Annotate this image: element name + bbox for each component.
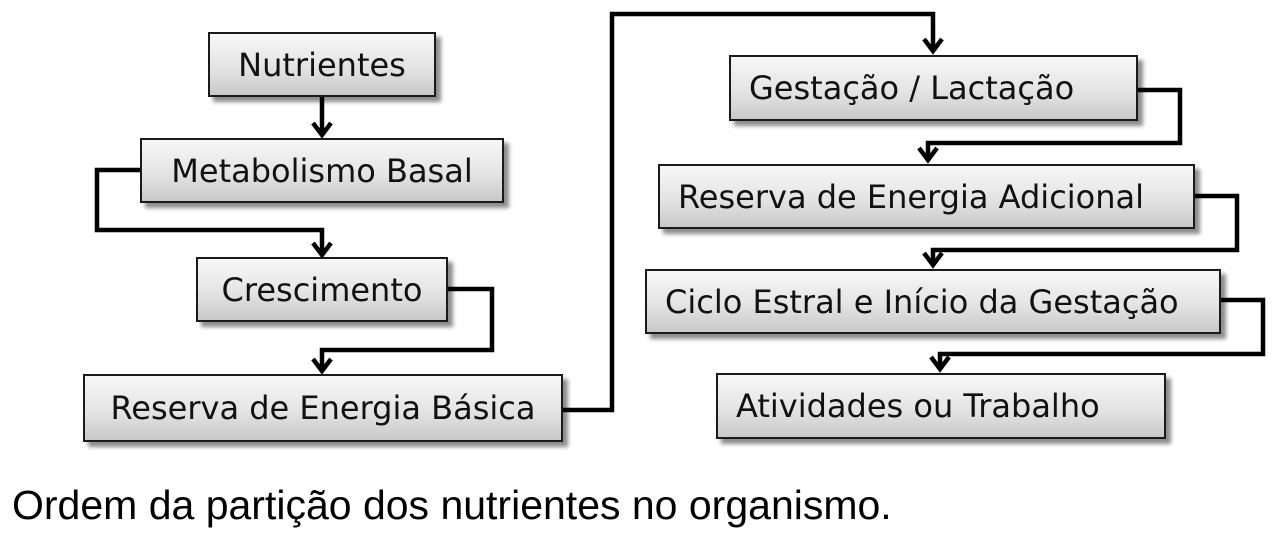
arrowhead-atividades	[929, 355, 951, 373]
arrowhead-reserva-basica	[311, 357, 333, 375]
arrowhead-reserva-adicional	[917, 146, 939, 164]
flow-connectors	[94, 11, 1266, 413]
arrowhead-metabolismo	[311, 121, 333, 139]
connector-gestacao-reserva-adicional	[925, 87, 1183, 157]
node-metabolismo-basal: Metabolismo Basal	[140, 138, 504, 203]
node-reserva-energia-basica: Reserva de Energia Básica	[83, 374, 563, 442]
caption: Ordem da partição dos nutrientes no orga…	[12, 482, 892, 528]
connector-reserva-adicional-ciclo	[930, 193, 1240, 262]
node-ciclo-estral: Ciclo Estral e Início da Gestação	[645, 269, 1221, 334]
connector-reserva-basica-gestacao	[563, 11, 936, 413]
connector-crescimento-reserva-basica	[319, 286, 495, 368]
arrowhead-crescimento	[311, 241, 333, 259]
flow-diagram: Nutrientes Metabolismo Basal Crescimento…	[83, 11, 1266, 442]
arrowhead-ciclo	[922, 251, 944, 269]
connector-metabolismo-crescimento	[94, 167, 325, 252]
node-reserva-energia-adicional: Reserva de Energia Adicional	[658, 164, 1195, 229]
connector-ciclo-atividades	[937, 297, 1266, 366]
node-nutrientes: Nutrientes	[208, 32, 436, 97]
node-gestacao-lactacao: Gestação / Lactação	[729, 55, 1138, 121]
arrowhead-gestacao	[922, 37, 944, 55]
node-crescimento: Crescimento	[196, 257, 448, 322]
node-atividades-trabalho: Atividades ou Trabalho	[716, 373, 1166, 439]
